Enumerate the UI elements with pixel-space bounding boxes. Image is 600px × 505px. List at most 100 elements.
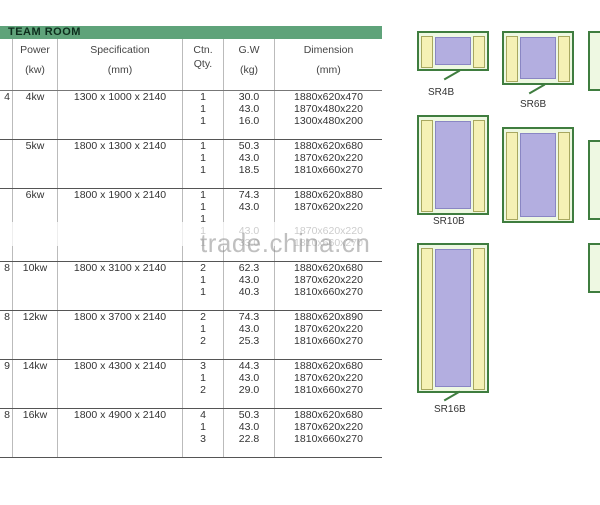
dimension-cell-line: 1300x480x200	[294, 115, 363, 127]
dimension-cell-line: 1880x620x680	[294, 360, 363, 372]
floorplan-partial-low	[588, 243, 600, 293]
gw-cell-line: 43.0	[238, 201, 260, 213]
gw-cell-line: 74.3	[238, 311, 260, 323]
dimension-cell-line: 1810x660x270	[294, 384, 363, 396]
power-cell-value: 10kw	[22, 262, 48, 274]
gw-cell-line: 43.0	[238, 152, 260, 164]
qty-cell-line: 1	[200, 421, 206, 433]
dimension-cell-line: 1870x620x220	[294, 152, 363, 164]
floorplan-sr16b	[417, 243, 489, 402]
label-sr4b: SR4B	[428, 87, 455, 98]
dimension-cell-line: 1880x620x890	[294, 311, 363, 323]
qty-cell-line: 2	[200, 311, 206, 323]
watermark-band	[0, 222, 600, 246]
power-header: Power(kw)	[12, 39, 58, 91]
label-sr16b: SR16B	[434, 404, 466, 415]
dimension-cell-line: 1810x660x270	[294, 335, 363, 347]
gw-cell-line: 16.0	[238, 115, 260, 127]
floorplan-sr4b	[417, 31, 489, 81]
dimension-cell-line: 1810x660x270	[294, 433, 363, 445]
gw-cell-line: 62.3	[238, 262, 260, 274]
floorplan-partial-mid	[588, 140, 600, 220]
dimension-cell-line: 1880x620x680	[294, 140, 363, 152]
gw-cell-line: 18.5	[238, 164, 260, 176]
power-cell: 10kw	[12, 261, 58, 311]
qty-cell-line: 2	[200, 335, 206, 347]
gw-cell-line: 43.0	[238, 421, 260, 433]
spec-cell-value: 1800 x 4900 x 2140	[73, 409, 167, 421]
spec-cell-value: 1800 x 4300 x 2140	[73, 360, 167, 372]
spec-cell: 1300 x 1000 x 2140	[57, 90, 183, 140]
model-cell: 8	[0, 408, 13, 458]
dimension-cell-line: 1870x620x220	[294, 201, 363, 213]
qty-cell-line: 1	[200, 323, 206, 335]
qty-cell-line: 1	[200, 140, 206, 152]
spec-cell-value: 1800 x 3100 x 2140	[73, 262, 167, 274]
spec-cell: 1800 x 1300 x 2140	[57, 139, 183, 189]
power-cell: 14kw	[12, 359, 58, 409]
label-sr6b: SR6B	[520, 99, 547, 110]
model-cell-value	[0, 189, 10, 201]
qty-cell-line: 1	[200, 372, 206, 384]
dimension-cell-line: 1870x620x220	[294, 421, 363, 433]
power-cell-value: 14kw	[22, 360, 48, 372]
dimension-cell-line: 1810x660x270	[294, 164, 363, 176]
spec-cell: 1800 x 3700 x 2140	[57, 310, 183, 360]
dimension-cell-line: 1880x620x470	[294, 91, 363, 103]
qty-cell-line: 1	[200, 103, 206, 115]
model-cell-value: 8	[4, 311, 10, 323]
gw-cell-line: 43.0	[238, 323, 260, 335]
dimension-cell-line: 1880x620x680	[294, 262, 363, 274]
model-cell	[0, 139, 13, 189]
watermark: trade.china.cn	[200, 228, 371, 258]
spec-cell: 1800 x 4900 x 2140	[57, 408, 183, 458]
dimension-cell-line: 1810x660x270	[294, 286, 363, 298]
floorplan-partial-top	[588, 31, 600, 91]
dimension-cell-line: 1870x620x220	[294, 323, 363, 335]
gw-cell-line: 50.3	[238, 140, 260, 152]
qty-cell-line: 1	[200, 152, 206, 164]
power-cell: 4kw	[12, 90, 58, 140]
dimension-cell-line: 1880x620x880	[294, 189, 363, 201]
label-sr10b: SR10B	[433, 216, 465, 227]
qty-cell-line: 3	[200, 433, 206, 445]
spec-header: Specification(mm)	[57, 39, 183, 91]
floorplan-sr10b	[417, 115, 489, 215]
model-cell: 4	[0, 90, 13, 140]
gw-cell-line: 22.8	[238, 433, 260, 445]
gw-cell-line: 29.0	[238, 384, 260, 396]
model-cell-value: 8	[4, 409, 10, 421]
power-cell-value: 12kw	[22, 311, 48, 323]
qty-cell-line: 2	[200, 384, 206, 396]
dimension-cell-line: 1870x620x220	[294, 372, 363, 384]
spec-cell: 1800 x 3100 x 2140	[57, 261, 183, 311]
qty-cell-line: 1	[200, 164, 206, 176]
qty-cell-line: 1	[200, 91, 206, 103]
qty-cell-line: 1	[200, 201, 206, 213]
ctn-header: Ctn.Qty.	[182, 39, 224, 91]
spec-cell-value: 1800 x 3700 x 2140	[73, 311, 167, 323]
spec-table: Power(kw) Specification(mm) Ctn.Qty. G.W…	[0, 39, 382, 458]
qty-cell-line: 3	[200, 360, 206, 372]
floorplan-sr6b	[502, 31, 574, 95]
